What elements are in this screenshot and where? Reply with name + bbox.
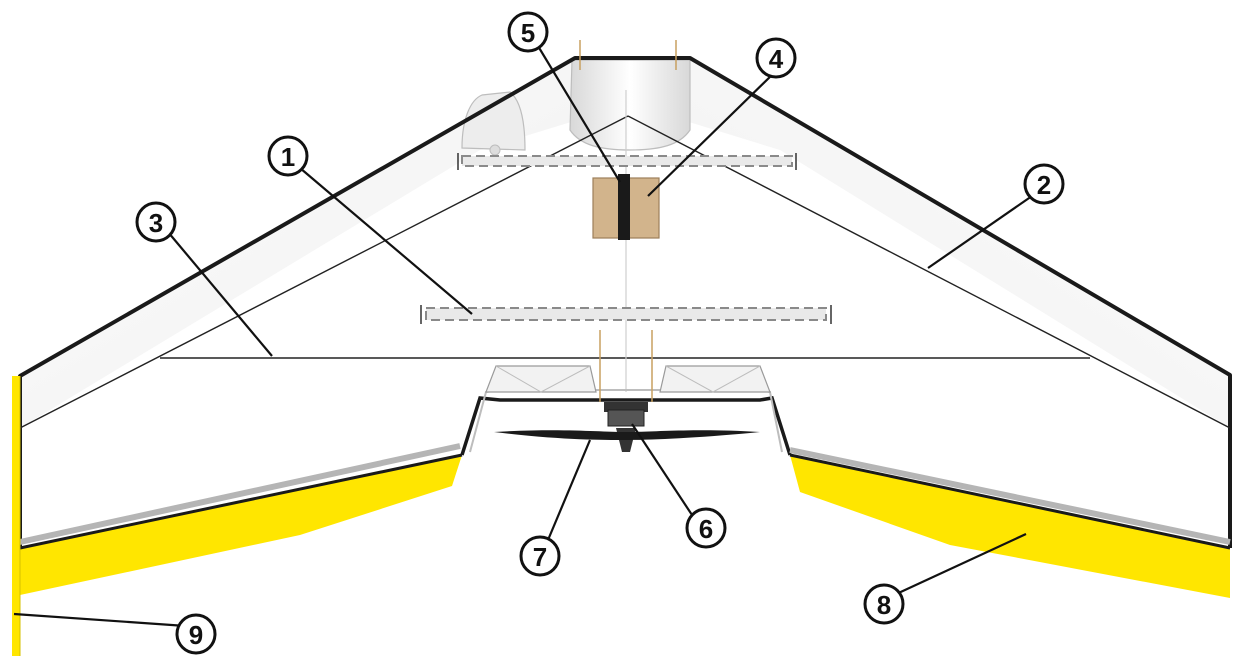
motor-bay-inner (469, 389, 783, 453)
spar-rear (457, 153, 797, 170)
elevon-left (20, 455, 462, 595)
inner-line-left (19, 115, 629, 429)
wing-body (20, 58, 1230, 548)
callout-1-label: 1 (281, 142, 295, 172)
servo-bump (461, 91, 526, 151)
trailing-edge-outline-left (19, 453, 463, 550)
leader-4 (647, 71, 776, 197)
leading-edge-right (650, 58, 1230, 428)
callout-7: 7 (519, 535, 561, 577)
callout-1: 1 (267, 135, 309, 177)
leader-6 (631, 423, 695, 519)
trailing-edge-left (19, 443, 461, 545)
trailing-edge-right (789, 447, 1231, 545)
callout-2: 2 (1023, 163, 1065, 205)
leader-1 (299, 167, 473, 315)
motor (607, 409, 645, 427)
battery-strap (618, 174, 630, 240)
elevon-right (790, 455, 1230, 598)
leader-2 (927, 195, 1033, 269)
callout-8-label: 8 (877, 590, 891, 620)
motor-bay-outline (460, 396, 792, 456)
callout-9: 9 (175, 613, 217, 655)
inner-line-right (627, 115, 1231, 429)
motor-mount (604, 402, 648, 412)
trailing-edge-outline-right (789, 453, 1231, 550)
leading-edge-left (20, 58, 610, 428)
callout-8: 8 (863, 583, 905, 625)
callout-2-label: 2 (1037, 170, 1051, 200)
callout-3: 3 (135, 201, 177, 243)
callout-4-label: 4 (769, 44, 784, 74)
leader-7 (546, 439, 592, 541)
callout-6-label: 6 (699, 514, 713, 544)
callout-3-label: 3 (149, 208, 163, 238)
callout-9-label: 9 (189, 620, 203, 650)
callout-5: 5 (507, 11, 549, 53)
callout-6: 6 (685, 507, 727, 549)
callout-5-label: 5 (521, 18, 535, 48)
callout-4: 4 (755, 37, 797, 79)
leader-8 (891, 533, 1027, 597)
callout-7-label: 7 (533, 542, 547, 572)
spar-front (420, 305, 832, 324)
leader-9 (13, 612, 187, 628)
leader-3 (167, 231, 273, 357)
leader-5 (537, 45, 621, 183)
propeller (494, 430, 760, 440)
winglet-fin (12, 376, 20, 656)
central-pod (569, 59, 691, 151)
